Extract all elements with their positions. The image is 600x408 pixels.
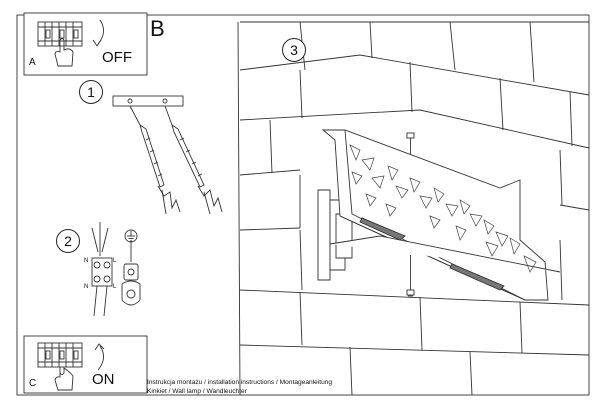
neutral-label-top: N: [84, 258, 89, 264]
panel-a-state: OFF: [102, 49, 132, 66]
earth-terminal: [121, 263, 141, 306]
step-3-marker: 3: [282, 38, 306, 62]
screw-top: [406, 132, 415, 154]
hand-icon: [54, 38, 74, 67]
drill-template: [112, 95, 184, 107]
decor-pattern: [349, 144, 537, 273]
sheet-border: [16, 14, 590, 396]
wall-lamp: [317, 129, 561, 301]
panel-c-letter: C: [29, 378, 37, 389]
panel-c-frame: [23, 335, 148, 394]
section-b-letter: B: [150, 16, 165, 41]
arrow-down-icon: [92, 19, 104, 47]
live-label-top: L: [113, 258, 117, 264]
footer-product: Kinkiet / Wall lamp / Wandleuchter: [147, 388, 247, 395]
neutral-label-bottom: N: [84, 284, 89, 290]
brick-wall: [237, 21, 590, 396]
terminal-block: [91, 222, 113, 317]
dowel-screw-left: [129, 105, 181, 215]
panel-a-letter: A: [29, 57, 36, 68]
step-1-marker: 1: [79, 80, 103, 104]
earth-symbol: [124, 229, 138, 262]
hand-icon-c: [54, 367, 74, 391]
screw-bottom: [406, 255, 415, 297]
step-2-marker: 2: [56, 229, 80, 253]
dowel-screw-right: [164, 105, 223, 215]
panel-c-state: ON: [92, 371, 115, 388]
arrow-up-icon: [94, 343, 105, 371]
panel-a-frame: [23, 12, 148, 76]
footer-instructions: Instrukcja montażu / installation instru…: [147, 379, 333, 386]
live-label-bottom: L: [113, 284, 117, 290]
